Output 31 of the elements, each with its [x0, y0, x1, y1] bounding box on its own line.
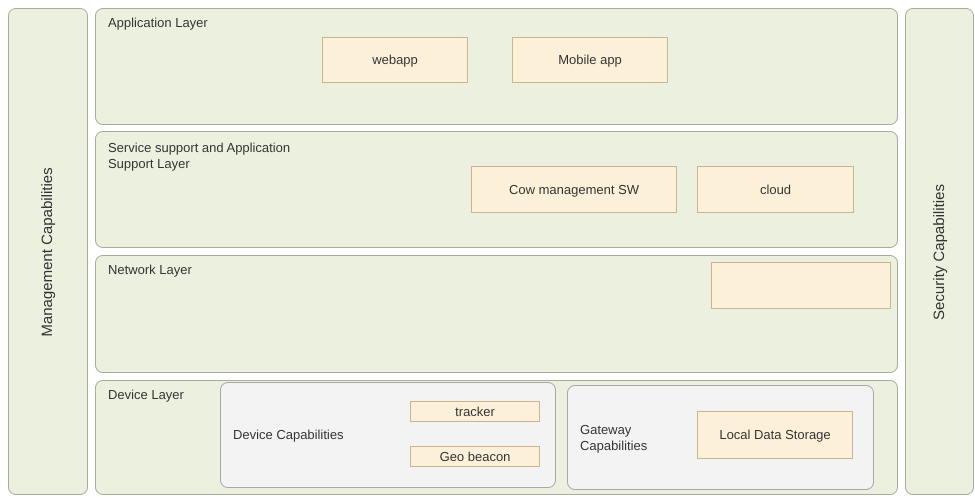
component-box: [711, 262, 891, 309]
component-box: [697, 166, 854, 213]
layer-panel: [95, 255, 898, 373]
component-box: [410, 401, 540, 422]
side-band: [905, 8, 974, 495]
layer-title: Application Layer: [108, 15, 208, 31]
component-box: [512, 37, 668, 83]
panel-title: Device Capabilities: [233, 427, 344, 443]
layer-title: Device Layer: [108, 387, 184, 403]
component-label: Local Data Storage: [718, 427, 832, 443]
component-label: Geo beacon: [438, 448, 512, 464]
component-box: [322, 37, 468, 83]
capability-panel: [567, 385, 874, 490]
layer-panel: [95, 131, 898, 248]
band-title: Security Capabilities: [932, 184, 948, 320]
layer-title: Network Layer: [108, 262, 192, 278]
layer-title: Service support and Application Support Layer: [108, 140, 292, 172]
side-band: [8, 8, 88, 495]
component-label: tracker: [454, 404, 496, 420]
band-title: Management Capabilities: [40, 166, 56, 336]
layer-panel: [95, 8, 898, 125]
component-label: Mobile app: [557, 52, 623, 68]
component-label: Cow management SW: [508, 182, 640, 198]
component-box: [471, 166, 677, 213]
capability-panel: [220, 382, 556, 488]
layer-panel: [95, 380, 898, 495]
component-label: cloud: [758, 182, 792, 198]
component-box: [697, 411, 853, 459]
component-box: [410, 446, 540, 467]
component-label: webapp: [371, 52, 419, 68]
panel-title: Gateway Capabilities: [580, 422, 648, 454]
